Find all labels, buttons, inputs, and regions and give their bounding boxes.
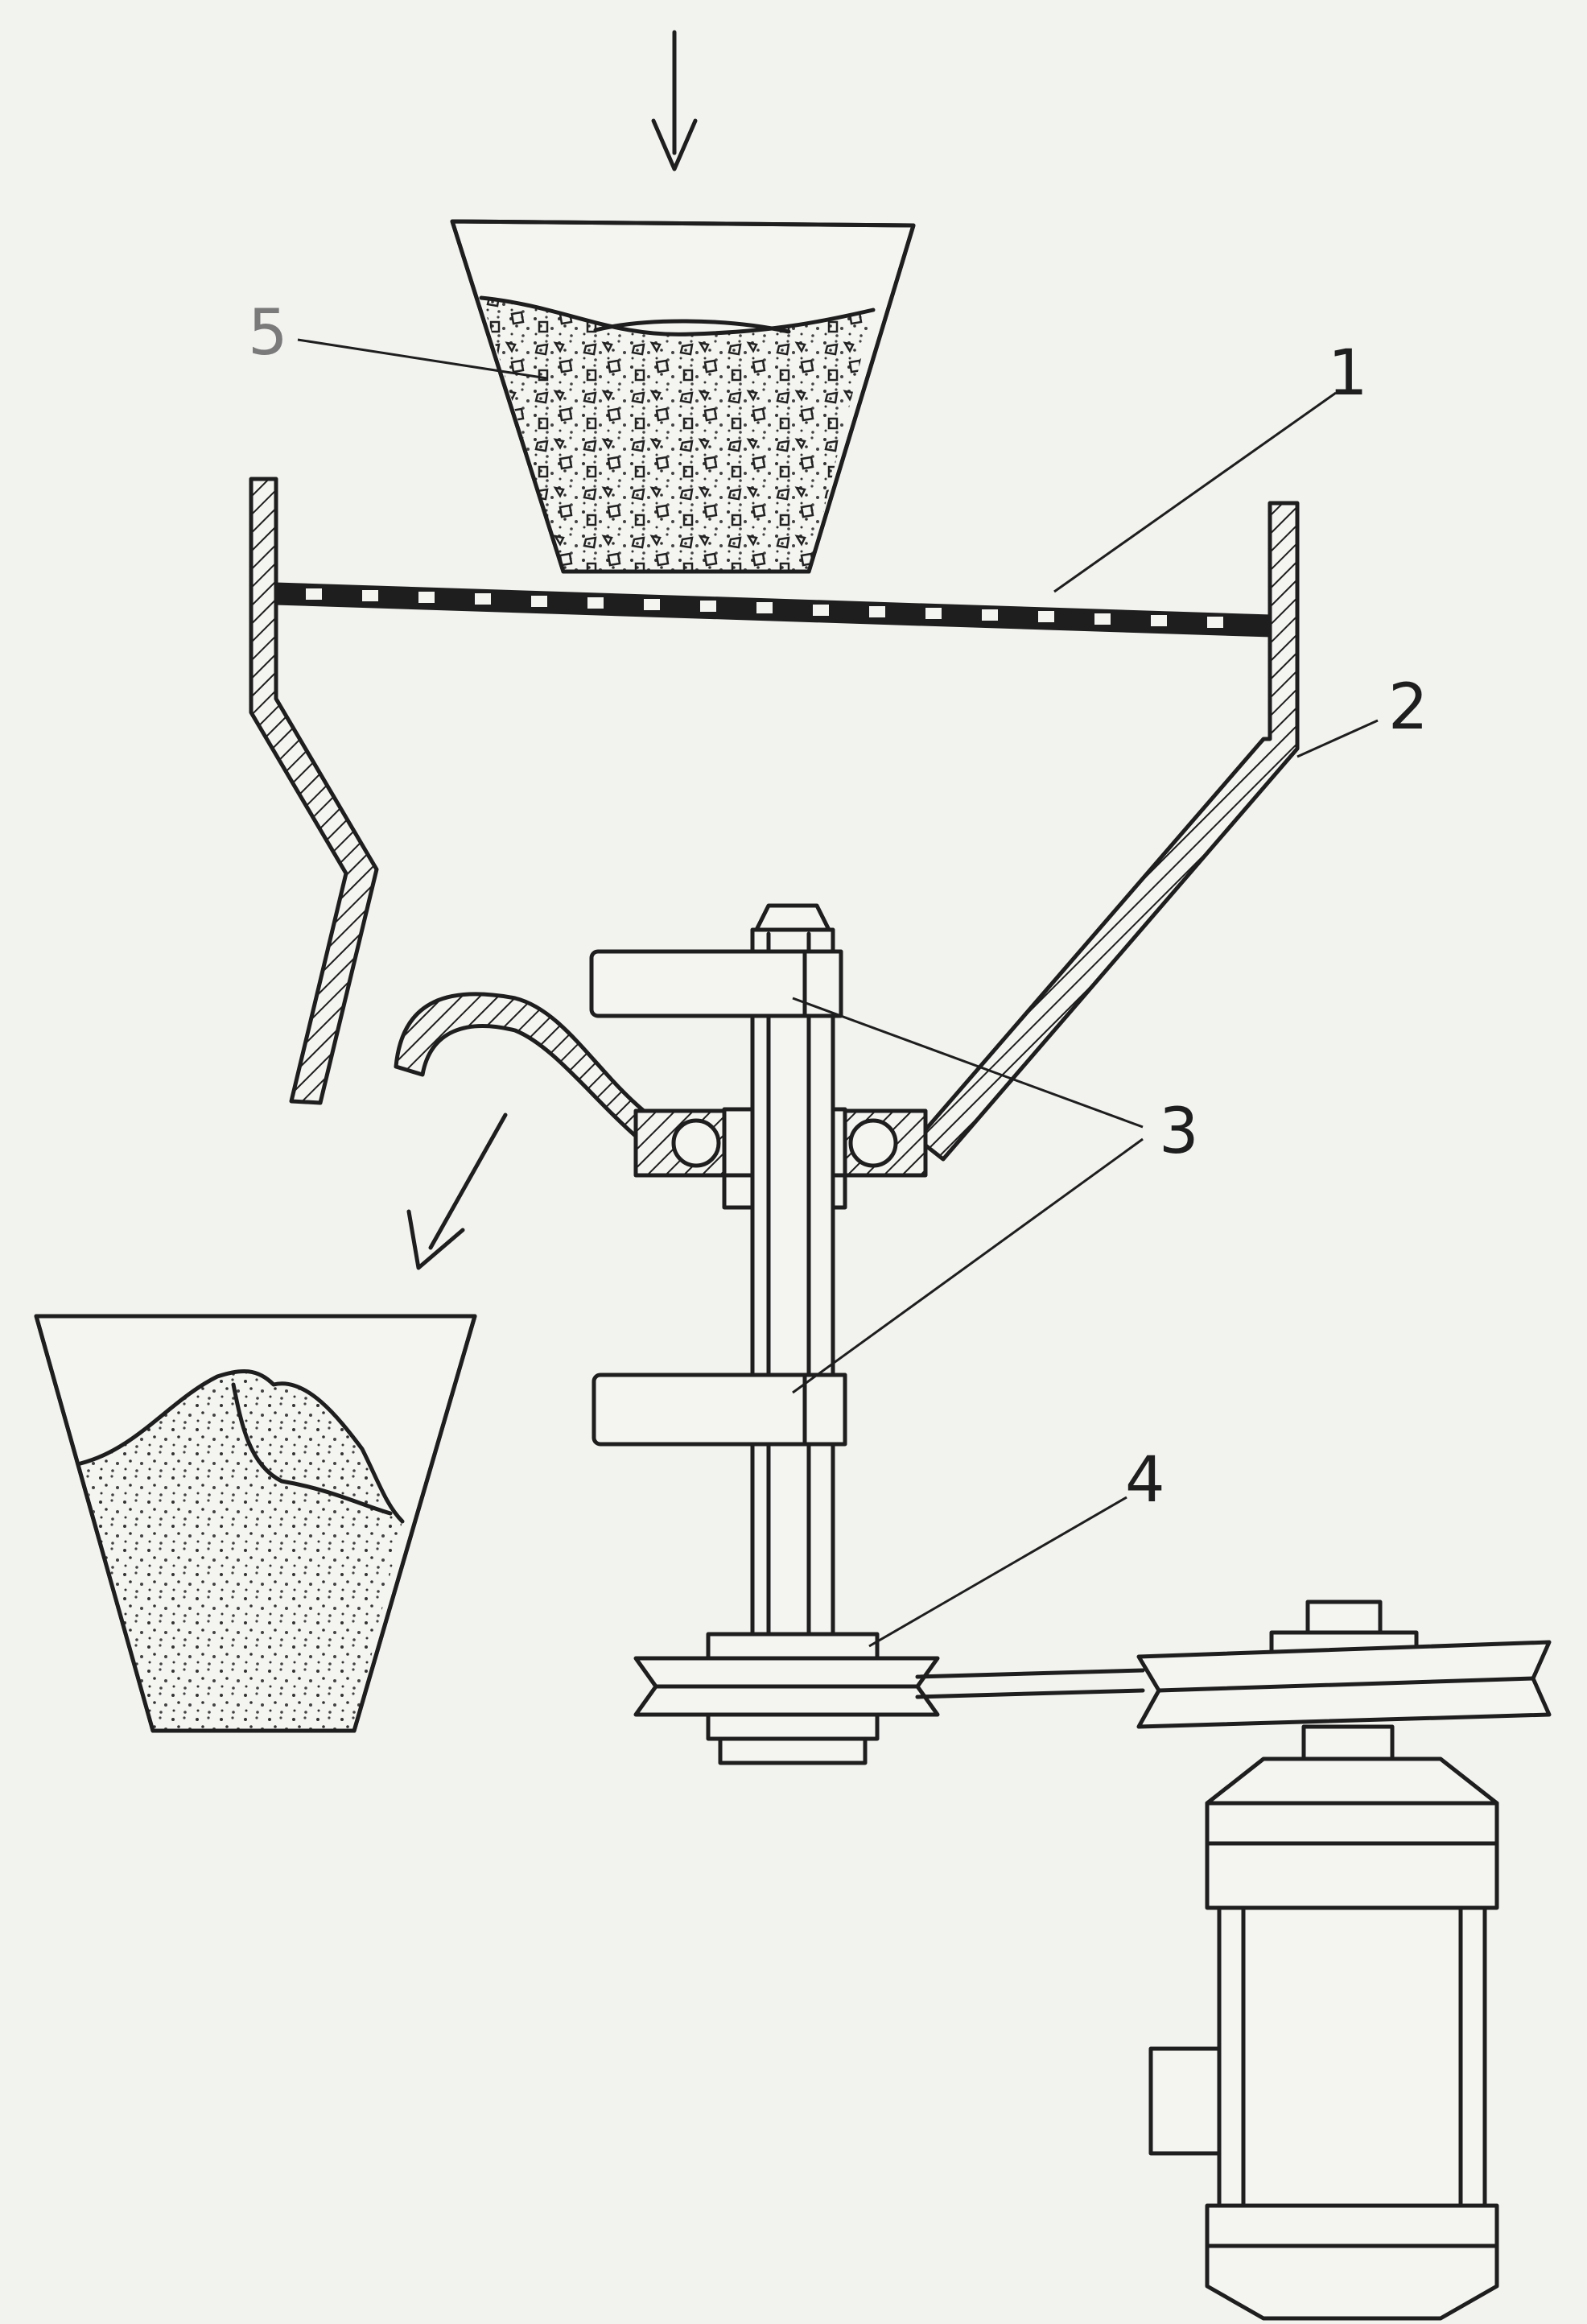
leader-3b bbox=[792, 1137, 1144, 1394]
lower-hub bbox=[592, 1373, 847, 1447]
feed-arrow-icon bbox=[651, 30, 698, 171]
motor-pulley bbox=[1136, 1600, 1552, 1761]
sieve-mesh bbox=[274, 582, 1272, 638]
leader-3a bbox=[792, 997, 1144, 1129]
collection-bucket bbox=[34, 1314, 477, 1733]
housing-left-wall bbox=[249, 477, 379, 1105]
leader-1 bbox=[1053, 391, 1337, 593]
discharge-arrow-icon bbox=[406, 1112, 508, 1270]
housing-cone bbox=[915, 501, 1300, 1162]
leader-4 bbox=[868, 1496, 1127, 1648]
label-2: 2 bbox=[1388, 671, 1428, 744]
electric-motor bbox=[1148, 1756, 1499, 2321]
leader-5 bbox=[297, 338, 548, 380]
feed-hopper bbox=[450, 219, 916, 574]
shaft-pulley bbox=[633, 1632, 940, 1765]
label-1: 1 bbox=[1328, 337, 1368, 410]
label-4: 4 bbox=[1125, 1444, 1165, 1517]
leader-2 bbox=[1296, 719, 1379, 758]
upper-hub bbox=[589, 949, 843, 1018]
main-shaft bbox=[750, 903, 835, 1761]
label-3: 3 bbox=[1159, 1096, 1199, 1168]
drive-belt bbox=[915, 1668, 1145, 1699]
label-5: 5 bbox=[248, 297, 288, 369]
